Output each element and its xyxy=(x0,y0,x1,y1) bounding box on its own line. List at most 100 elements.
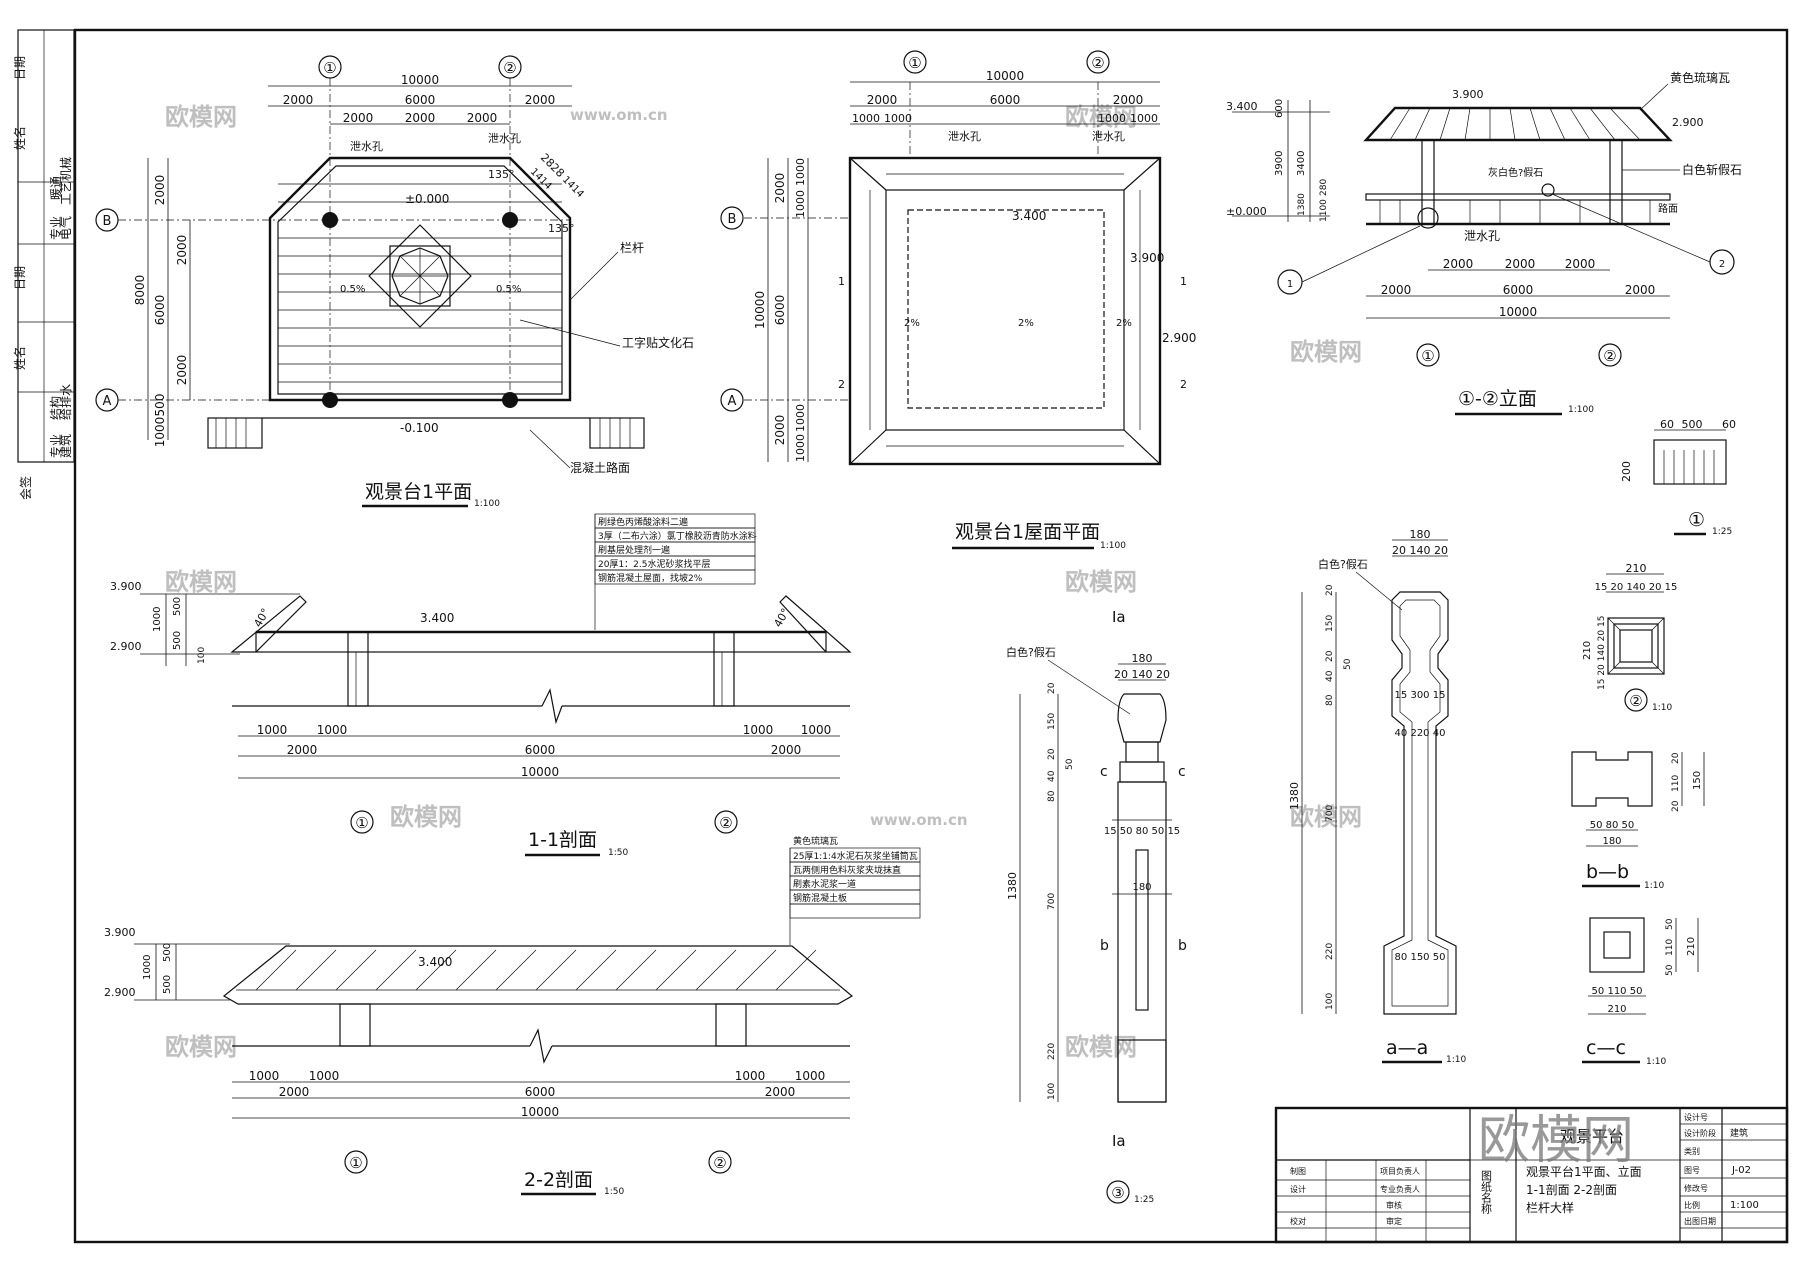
dim-text: 40 220 40 xyxy=(1395,728,1446,739)
dim-text: 700 xyxy=(1325,805,1335,822)
tb-label: 图号 xyxy=(1684,1166,1700,1175)
angle-label: 135° xyxy=(488,168,515,181)
tb-label: 专业负责人 xyxy=(1380,1184,1420,1194)
dim-text: 20 xyxy=(1671,800,1681,812)
scale-label: 1:10 xyxy=(1446,1055,1466,1065)
dim-text: 180 xyxy=(1132,882,1151,893)
tb-label: 修改号 xyxy=(1684,1183,1708,1193)
detail-c-c: 50 110 50 210 50 110 50 210 c—c 1:10 xyxy=(1582,917,1699,1067)
view-title: a—a xyxy=(1386,1037,1428,1059)
dim-text: 500 xyxy=(162,975,173,994)
watermark-text: 欧模网 xyxy=(1065,568,1137,596)
dim-text: 210 xyxy=(1607,1004,1626,1015)
axis-bubble: ① xyxy=(323,59,336,77)
dim-text: 2000 xyxy=(771,743,802,757)
cut-mark: 2 xyxy=(838,378,845,391)
view-title: ② xyxy=(1629,692,1642,710)
cut-mark: 1 xyxy=(1180,275,1187,288)
dim-text: 1000 xyxy=(884,112,912,125)
dim-text: 6000 xyxy=(525,743,556,757)
dim-text: 210 xyxy=(1626,562,1647,575)
slope-label: 2% xyxy=(1116,318,1132,329)
level-label: 2.900 xyxy=(104,986,136,999)
watermarks: 欧模网 www.om.cn 欧模网 欧模网 欧模网 欧模网 欧模网 欧模网 欧模… xyxy=(165,103,1362,1061)
callout-label: 黄色琉璃瓦 xyxy=(1670,71,1730,85)
note-line: 黄色琉璃瓦 xyxy=(793,835,838,847)
dim-text: 180 xyxy=(1602,836,1621,847)
dim-text: 10000 xyxy=(521,1105,559,1119)
strip-sign: 会签 xyxy=(18,476,33,500)
callout-label: 路面 xyxy=(1658,202,1678,215)
cut-label: c xyxy=(1100,764,1108,780)
dim-text: 6000 xyxy=(990,93,1021,107)
dim-text: 2000 xyxy=(1381,283,1412,297)
callout-label: 混凝土路面 xyxy=(570,460,630,475)
dim-text: 2000 xyxy=(153,175,167,206)
dim-text: 1414 xyxy=(560,174,586,200)
dim-text: 50 110 50 xyxy=(1592,986,1643,997)
watermark-text: 欧模网 xyxy=(165,568,237,596)
dim-text: 100 xyxy=(1325,993,1335,1010)
dim-text: 2000 xyxy=(867,93,898,107)
note-line: 3厚（二布六涂）氯丁橡胶沥青防水涂料 xyxy=(598,530,757,542)
dim-text: 1000 xyxy=(249,1069,280,1083)
section-2-2: 黄色琉璃瓦 25厚1:1:4水泥石灰浆坐铺筒瓦 瓦两侧用色料灰浆夹垅抹直 刷素水… xyxy=(104,835,921,1197)
tb-value: 1:100 xyxy=(1730,1200,1759,1211)
strip-header: 姓名 xyxy=(12,346,27,370)
detail-2: 210 15 20 140 20 15 210 15 20 140 20 15 … xyxy=(1582,562,1677,713)
dim-text: 1000 xyxy=(257,723,288,737)
dim-text: 2000 xyxy=(175,355,189,386)
dim-text: 1380 xyxy=(1006,872,1019,900)
callout-label: 泄水孔 xyxy=(1464,229,1500,243)
dim-text: 2000 xyxy=(1505,257,1536,271)
sheet-border xyxy=(73,28,1789,1244)
strip-label: 暖通 xyxy=(49,176,63,200)
view-title: 2-2剖面 xyxy=(524,1169,593,1191)
dim-text: 280 xyxy=(1319,179,1329,196)
strip-label: 电气 xyxy=(58,216,73,240)
angle-label: 135° xyxy=(548,222,575,235)
title-block: 观景平台 设计号 设计阶段 建筑 类别 图号 J-02 修改号 比例 1:100… xyxy=(1274,1106,1789,1244)
view-title: b—b xyxy=(1586,861,1629,883)
view-title: 观景台1屋面平面 xyxy=(955,521,1100,543)
slope-label: 2% xyxy=(904,318,920,329)
dim-text: 15 50 80 50 15 xyxy=(1104,826,1180,837)
dim-text: 50 xyxy=(1665,964,1675,976)
elevation-1-2: 3.400 ±0.000 3.900 2.900 600 3900 3400 2… xyxy=(1226,71,1742,416)
dim-text: 180 xyxy=(1410,528,1431,541)
watermark-text: 欧模网 xyxy=(1065,103,1137,131)
angle-label: 40° xyxy=(251,606,272,629)
dim-text: 500 xyxy=(162,943,173,962)
axis-bubble: A xyxy=(728,394,737,409)
dim-text: 20 xyxy=(1325,650,1335,662)
callout-label: 栏杆 xyxy=(620,240,644,255)
cut-mark: 1 xyxy=(838,275,845,288)
level-label: ±0.000 xyxy=(1226,205,1267,218)
dim-text: 50 80 50 xyxy=(1590,820,1635,831)
dim-text: 20 xyxy=(1671,752,1681,764)
strip-header: 日期 xyxy=(13,56,27,80)
dim-text: 15 300 15 xyxy=(1395,690,1446,701)
dim-text: 2000 xyxy=(1565,257,1596,271)
strip-header: 姓名 xyxy=(12,126,27,150)
slope-label: 2% xyxy=(1018,318,1034,329)
dim-text: 2000 xyxy=(283,93,314,107)
dim-text: 2000 xyxy=(773,173,787,204)
dim-text: 500 xyxy=(153,394,167,417)
dim-text: 10000 xyxy=(401,73,439,87)
cut-label: Ia xyxy=(1112,608,1126,626)
dim-text: 1000 xyxy=(152,607,163,632)
dim-text: 50 xyxy=(1065,758,1075,770)
dim-text: 2000 xyxy=(525,93,556,107)
dim-text: 20 140 20 xyxy=(1392,544,1448,557)
note-line: 刷素水泥浆一道 xyxy=(793,878,856,890)
note-line: 25厚1:1:4水泥石灰浆坐铺筒瓦 xyxy=(793,850,918,862)
drain-label: 泄水孔 xyxy=(488,132,521,145)
dim-text: 1000 xyxy=(735,1069,766,1083)
dim-text: 1000 xyxy=(743,723,774,737)
callout-label: 白色斩假石 xyxy=(1682,162,1742,177)
strip-label: 专业 xyxy=(48,216,63,240)
dim-text: 1100 xyxy=(1319,199,1329,222)
dim-text: 2000 xyxy=(405,111,436,125)
level-label: ±0.000 xyxy=(405,192,449,206)
